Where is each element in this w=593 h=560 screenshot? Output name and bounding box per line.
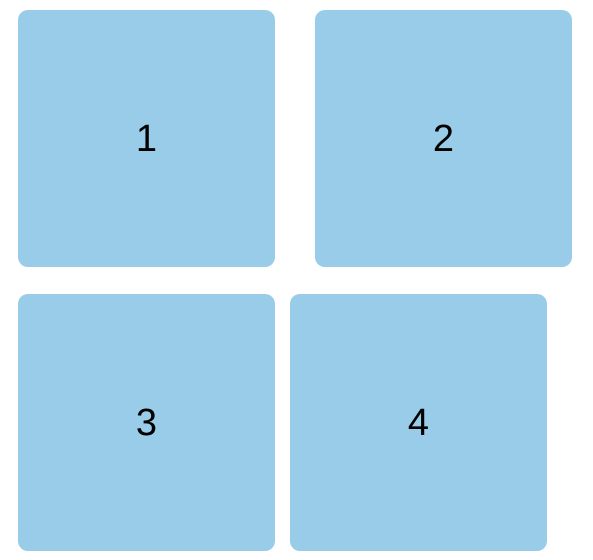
tile-3-label: 3	[135, 401, 158, 444]
tile-4-label: 4	[407, 401, 430, 444]
tile-1-label: 1	[135, 117, 158, 160]
tile-3: 3	[18, 294, 275, 551]
tile-4: 4	[290, 294, 547, 551]
tile-1: 1	[18, 10, 275, 267]
tile-2-label: 2	[432, 117, 455, 160]
tile-2: 2	[315, 10, 572, 267]
